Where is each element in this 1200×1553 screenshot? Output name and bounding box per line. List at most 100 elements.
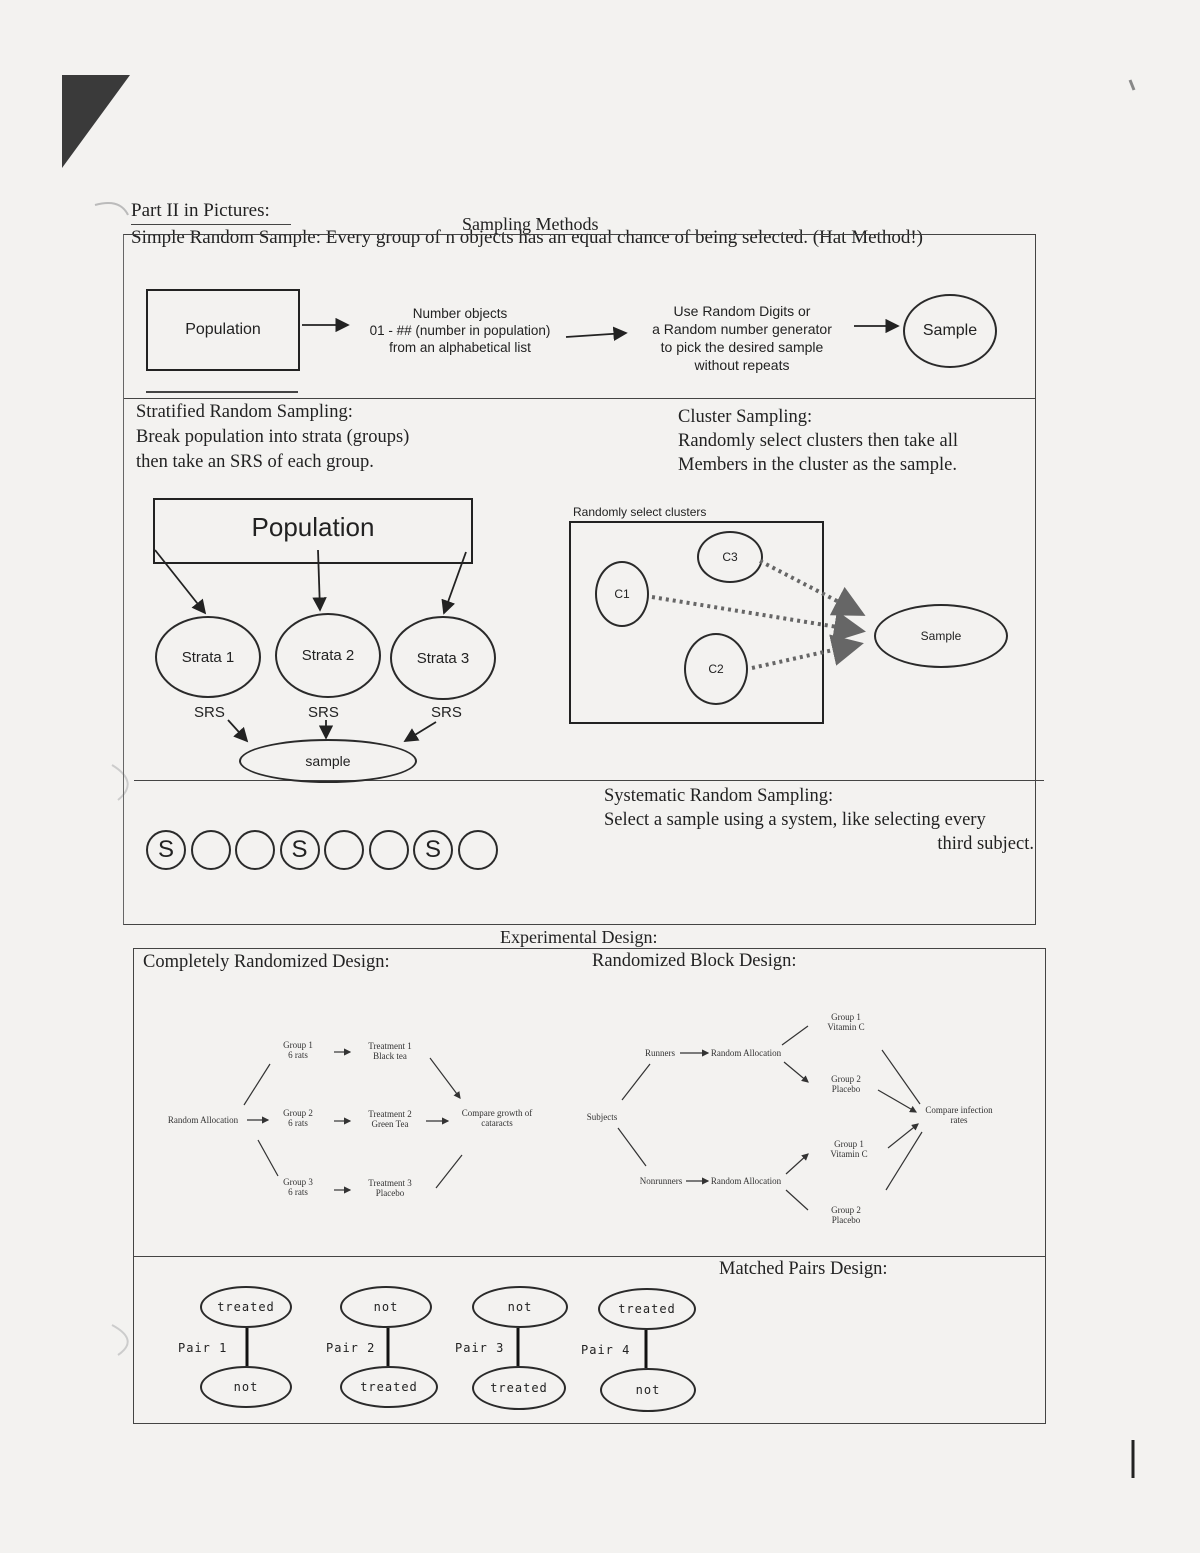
rbd-outcome-line2: rates: [950, 1115, 968, 1125]
srs-step1-line3: from an alphabetical list: [389, 340, 531, 355]
rbd-block-nonrunners: Nonrunners: [639, 1176, 683, 1186]
pair-1-top-oval: treated: [200, 1286, 292, 1328]
cluster-c3-label: C3: [722, 550, 738, 564]
sampling-methods-title: Sampling Methods: [462, 214, 599, 234]
strata-2-label: Strata 2: [301, 647, 355, 664]
cluster-box-label: Randomly select clusters: [573, 505, 707, 519]
systematic-text: Systematic Random Sampling: Select a sam…: [604, 784, 1034, 856]
edge-mark-top: [1128, 79, 1136, 91]
crd-outcome-line2: cataracts: [481, 1118, 513, 1128]
srs-population-label: Population: [185, 321, 261, 338]
cluster-line2: Members in the cluster as the sample.: [678, 455, 957, 475]
cluster-c1-oval: C1: [595, 561, 649, 627]
crd-treatment-1-name: Treatment 1: [368, 1041, 412, 1051]
srs-step1-line2: 01 - ## (number in population): [369, 323, 551, 338]
strata-2-oval: Strata 2: [275, 613, 381, 698]
pair-4-label: Pair 4: [581, 1343, 631, 1357]
crd-treatment-2-name: Treatment 2: [368, 1109, 412, 1119]
cluster-sample-oval: Sample: [874, 604, 1008, 668]
systematic-circle: [324, 830, 364, 870]
systematic-line2: third subject.: [937, 834, 1034, 854]
experimental-title: Experimental Design:: [500, 927, 658, 947]
srs-heading: Simple Random Sample:: [131, 227, 321, 248]
pair-4-bottom-oval: not: [600, 1368, 696, 1412]
rbd-allocation-1: Random Allocation: [710, 1048, 782, 1058]
srs-label-2: SRS: [308, 704, 339, 721]
strata-3-label: Strata 3: [416, 649, 470, 667]
pair-3-top: not: [507, 1300, 533, 1314]
cluster-c3-oval: C3: [697, 531, 763, 583]
pair-3-bottom-oval: treated: [472, 1366, 566, 1410]
cluster-c2-label: C2: [708, 662, 724, 676]
stratified-text: Stratified Random Sampling: Break popula…: [136, 400, 409, 475]
systematic-circle: [235, 830, 275, 870]
systematic-line1: Select a sample using a system, like sel…: [604, 810, 986, 830]
pair-4-top-oval: treated: [598, 1288, 696, 1330]
cluster-text: Cluster Sampling: Randomly select cluste…: [678, 405, 958, 477]
punch-hole-top: [94, 202, 129, 216]
divider-srs: [124, 398, 1036, 399]
rbd-outcome-line1: Compare infection: [925, 1105, 993, 1115]
crd-random-allocation: Random Allocation: [167, 1115, 239, 1125]
systematic-selected-circle: S: [413, 830, 453, 870]
pair-4-top: treated: [618, 1302, 676, 1316]
pair-1-top: treated: [217, 1300, 275, 1314]
srs-heading-line: Simple Random Sample: Every group of n o…: [131, 227, 923, 249]
crd-heading: Completely Randomized Design:: [143, 952, 390, 972]
strata-3-oval: Strata 3: [390, 616, 496, 700]
rbd-group-a1-name: Group 1: [831, 1012, 861, 1022]
stratified-line2: then take an SRS of each group.: [136, 452, 374, 472]
pair-3-bottom: treated: [490, 1381, 548, 1395]
pair-1-label: Pair 1: [178, 1341, 228, 1355]
pair-2-bottom-oval: treated: [340, 1366, 438, 1408]
strata-1-oval: Strata 1: [155, 616, 261, 698]
rbd-group-a2-name: Group 2: [831, 1074, 861, 1084]
pair-1-bottom: not: [233, 1380, 259, 1394]
rbd-group-b2-name: Group 2: [831, 1205, 861, 1215]
srs-sample-oval: Sample: [903, 294, 997, 368]
rbd-group-b1-treat: Vitamin C: [830, 1149, 868, 1159]
rbd-group-b1-name: Group 1: [834, 1139, 864, 1149]
systematic-circle-label: S: [157, 836, 174, 863]
part-title: Part II in Pictures:: [131, 200, 270, 221]
systematic-circle: [368, 830, 409, 870]
stratified-line1: Break population into strata (groups): [136, 427, 410, 447]
pair-2-top: not: [373, 1300, 399, 1314]
pair-2-bottom: treated: [360, 1380, 418, 1394]
cluster-heading: Cluster Sampling:: [678, 407, 813, 427]
crd-group-2-name: Group 2: [283, 1108, 313, 1118]
cluster-line1: Randomly select clusters then take all: [678, 431, 958, 451]
systematic-selected-circle: S: [279, 830, 320, 870]
crd-outcome-line1: Compare growth of: [461, 1108, 533, 1118]
stratified-heading: Stratified Random Sampling:: [136, 402, 353, 422]
srs-step1-line1: Number objects: [412, 306, 508, 321]
systematic-selected-circle: S: [146, 830, 186, 870]
stratified-sample-oval: sample: [239, 739, 417, 783]
pair-2-top-oval: not: [340, 1286, 432, 1328]
systematic-heading: Systematic Random Sampling:: [604, 786, 834, 806]
crd-group-1-size: 6 rats: [288, 1050, 308, 1060]
punch-hole-bottom: [111, 1324, 129, 1356]
srs-label-1: SRS: [194, 704, 225, 721]
srs-step2-line2: a Random number generator: [652, 321, 832, 337]
systematic-circle-label: S: [424, 836, 441, 863]
rbd-heading: Randomized Block Design:: [592, 951, 797, 971]
srs-description: Every group of n objects has an equal ch…: [325, 227, 923, 248]
experimental-frame: [133, 948, 1046, 1424]
stratified-population-box: Population: [153, 498, 473, 564]
srs-sample-label: Sample: [922, 322, 978, 339]
rbd-group-b2-treat: Placebo: [831, 1215, 861, 1225]
systematic-circle: [457, 830, 498, 870]
